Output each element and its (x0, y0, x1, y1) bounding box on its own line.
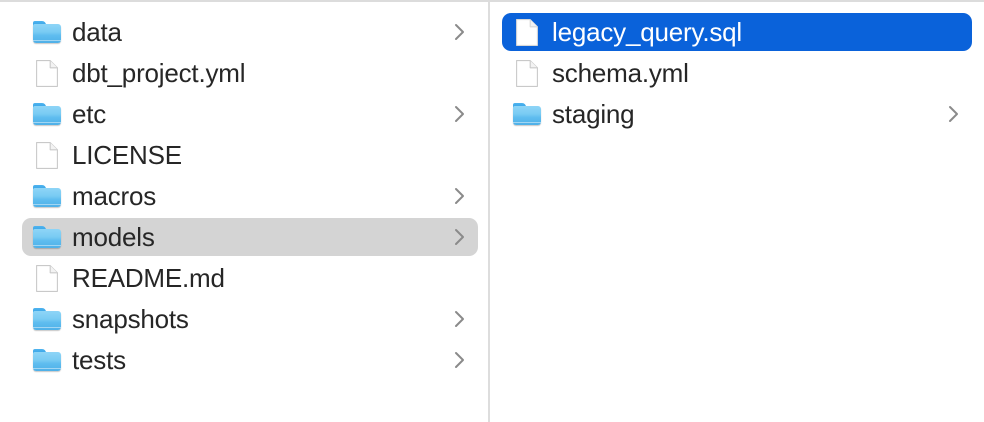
file-row[interactable]: legacy_query.sql (502, 13, 972, 51)
item-icon (32, 304, 62, 334)
file-row[interactable]: schema.yml (502, 54, 972, 92)
folder-icon (513, 103, 541, 125)
document-icon (36, 141, 58, 169)
item-icon (32, 345, 62, 375)
item-label: tests (72, 345, 126, 375)
item-label: LICENSE (72, 140, 182, 170)
item-icon (32, 181, 62, 211)
folder-row[interactable]: macros (22, 177, 478, 215)
item-icon (512, 99, 542, 129)
chevron-right-icon (452, 21, 466, 43)
chevron-right-icon (452, 226, 466, 248)
document-icon (36, 264, 58, 292)
folder-row[interactable]: tests (22, 341, 478, 379)
item-label: etc (72, 99, 107, 129)
item-icon (32, 140, 62, 170)
folder-row[interactable]: etc (22, 95, 478, 133)
item-label: data (72, 17, 122, 47)
folder-icon (33, 185, 61, 207)
item-label: schema.yml (552, 58, 689, 88)
folder-row[interactable]: models (22, 218, 478, 256)
item-icon (32, 58, 62, 88)
item-label: macros (72, 181, 157, 211)
item-label: dbt_project.yml (72, 58, 246, 88)
chevron-right-icon (452, 308, 466, 330)
item-label: models (72, 222, 155, 252)
item-icon (32, 99, 62, 129)
folder-icon (33, 103, 61, 125)
file-row[interactable]: README.md (22, 259, 478, 297)
item-icon (32, 222, 62, 252)
folder-icon (33, 349, 61, 371)
file-row[interactable]: LICENSE (22, 136, 478, 174)
chevron-right-icon (452, 349, 466, 371)
folder-icon (33, 308, 61, 330)
chevron-right-icon (452, 185, 466, 207)
item-label: legacy_query.sql (552, 17, 742, 47)
folder-row[interactable]: staging (502, 95, 972, 133)
folder-icon (33, 21, 61, 43)
document-icon (516, 59, 538, 87)
chevron-right-icon (452, 103, 466, 125)
item-icon (32, 263, 62, 293)
folder-icon (33, 226, 61, 248)
document-icon (516, 18, 538, 46)
item-label: README.md (72, 263, 225, 293)
item-label: staging (552, 99, 635, 129)
file-column-models[interactable]: legacy_query.sql schema.yml staging (490, 2, 984, 422)
item-icon (512, 17, 542, 47)
item-label: snapshots (72, 304, 189, 334)
document-icon (36, 59, 58, 87)
folder-row[interactable]: snapshots (22, 300, 478, 338)
item-icon (512, 58, 542, 88)
item-icon (32, 17, 62, 47)
file-row[interactable]: dbt_project.yml (22, 54, 478, 92)
folder-row[interactable]: data (22, 13, 478, 51)
chevron-right-icon (946, 103, 960, 125)
